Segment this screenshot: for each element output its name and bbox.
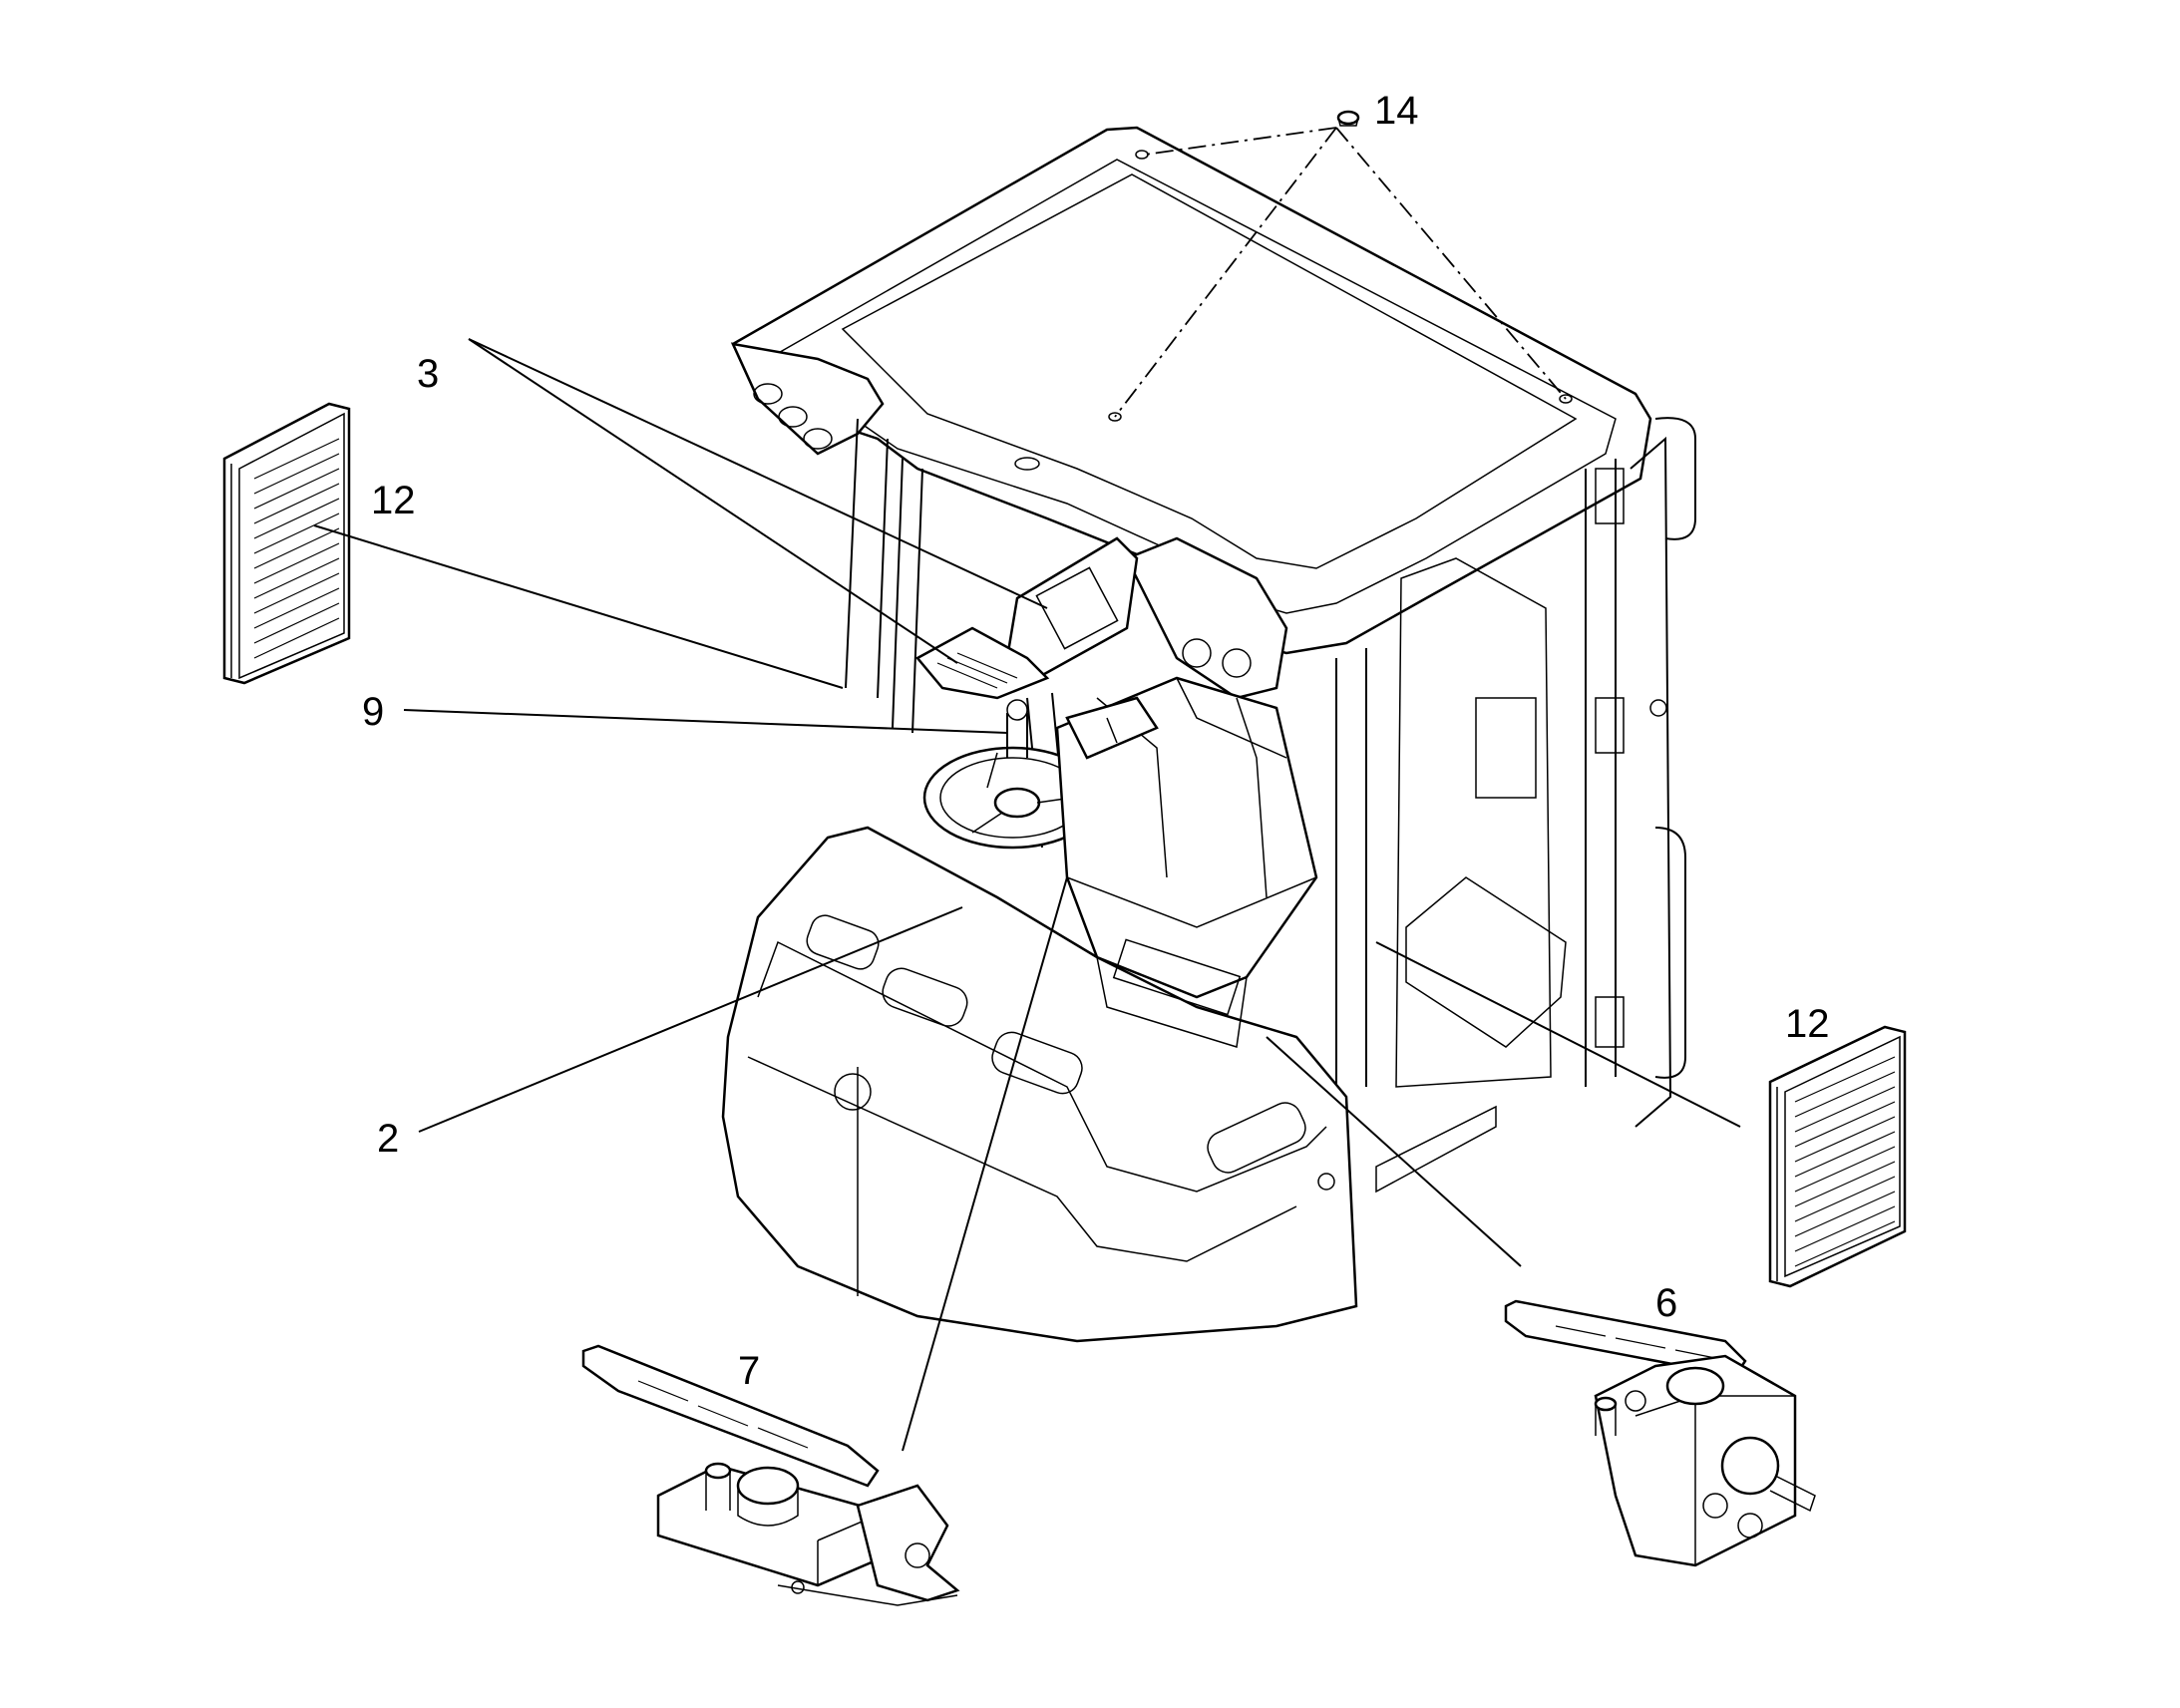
callout-14: 14 — [1374, 89, 1419, 133]
pedal-assembly-6 — [1504, 1299, 1816, 1567]
cab-pillars — [845, 417, 1696, 1194]
roof-plug-part — [1336, 110, 1360, 127]
pedal-assembly-7 — [581, 1344, 960, 1606]
callout-12-left: 12 — [371, 479, 416, 522]
roof-plug-leader-lines — [1114, 127, 1567, 418]
callout-3: 3 — [417, 352, 439, 396]
cab-lower-body — [721, 826, 1358, 1343]
callout-2: 2 — [377, 1117, 399, 1161]
air-filter-right-grill — [1794, 1056, 1896, 1267]
cab-roof — [730, 126, 1652, 700]
callout-labels: 14 3 12 9 2 12 6 7 — [362, 89, 1830, 1393]
air-filter-right — [1768, 1025, 1907, 1288]
callout-12-right: 12 — [1785, 1002, 1830, 1046]
leader-lines — [313, 338, 1741, 1452]
callout-6: 6 — [1655, 1281, 1677, 1325]
air-filter-left — [222, 402, 351, 685]
operator-seat — [1055, 676, 1318, 1048]
callout-7: 7 — [738, 1349, 760, 1393]
callout-9: 9 — [362, 690, 384, 734]
air-filter-left-grill — [253, 438, 340, 659]
